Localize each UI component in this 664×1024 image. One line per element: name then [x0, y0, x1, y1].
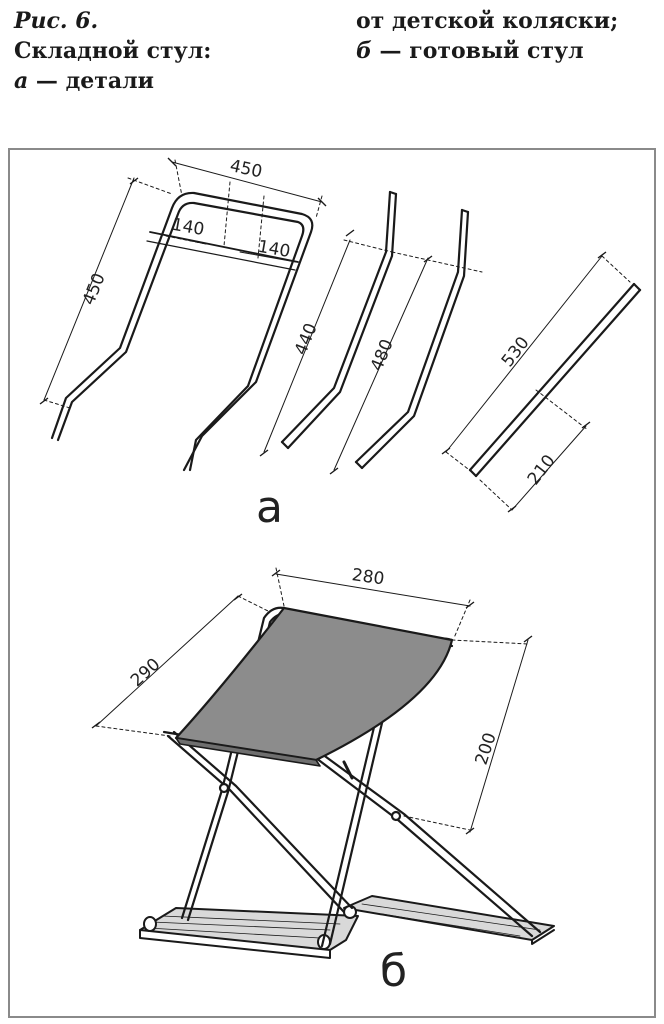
drawing-frame — [8, 148, 656, 1018]
figure-label: Рис. 6. — [14, 8, 99, 34]
dim-inner-right: 140 — [256, 237, 291, 262]
left-floor-board — [139, 907, 359, 959]
dim-chair-height: 200 — [472, 730, 501, 767]
dim-seat-width: 280 — [351, 565, 386, 589]
leg-2-part — [354, 208, 470, 470]
part-a-continuation: от детской коляски; — [356, 8, 619, 34]
dim-bar-length: 530 — [498, 333, 534, 371]
dim-leg-1: 440 — [291, 320, 322, 358]
leg-1-dimension — [263, 239, 393, 453]
figure-label-line: Рис. 6. — [14, 6, 211, 36]
dim-frame-height: 450 — [79, 270, 110, 308]
part-b-letter: б — [356, 38, 372, 64]
part-b-text: — готовый стул — [371, 38, 584, 64]
straight-bar-dimensions — [445, 255, 631, 511]
figure-caption-right: от детской коляски; б — готовый стул — [356, 6, 618, 66]
part-b-caption: б — готовый стул — [356, 36, 618, 66]
part-a-text: — детали — [28, 68, 154, 94]
dim-leg-2: 480 — [367, 336, 398, 374]
figure-caption-left: Рис. 6. Складной стул: а — детали — [14, 6, 211, 96]
part-b-label: б — [380, 946, 407, 997]
right-floor-board — [343, 895, 555, 945]
fabric-seat — [174, 606, 454, 762]
dim-bar-offset: 210 — [524, 451, 560, 489]
leg-2-dimension — [333, 251, 483, 471]
dim-seat-depth: 290 — [127, 654, 164, 691]
straight-bar-part — [468, 282, 642, 478]
leg-1-part — [280, 190, 398, 450]
fabric-seat-edge — [175, 737, 321, 767]
part-a-caption: а — детали — [14, 66, 211, 96]
dim-inner-left: 140 — [170, 215, 205, 240]
u-frame-dimensions — [43, 159, 323, 409]
part-a-letter: а — [14, 68, 29, 94]
figure-title: Складной стул: — [14, 38, 212, 64]
part-a-label: а — [256, 482, 283, 533]
dimension-ticks — [39, 157, 607, 835]
